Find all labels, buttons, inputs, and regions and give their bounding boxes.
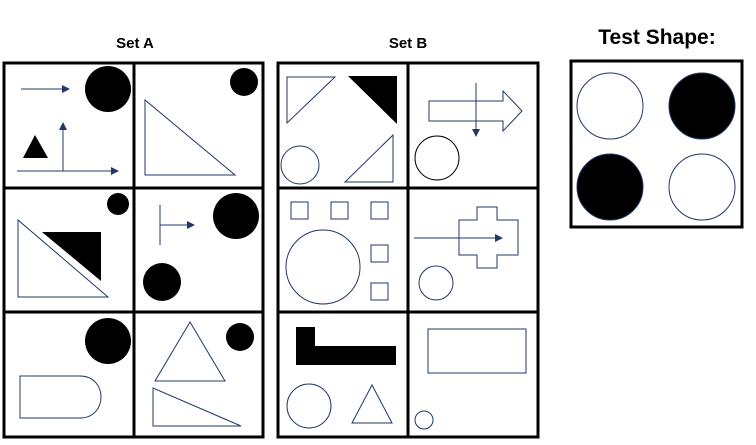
outline-square: [370, 282, 389, 301]
set-a-panel-4: [143, 193, 259, 301]
filled-circle: [213, 193, 259, 239]
outline-circle: [414, 135, 460, 181]
filled-triangle: [42, 232, 101, 281]
outline-rectangle: [427, 328, 527, 374]
set-a-panel-2: [144, 68, 258, 176]
set-a-grid: [2, 61, 265, 439]
set-b-panel-5: [286, 327, 396, 429]
outline-triangle: [351, 383, 393, 424]
outline-triangle: [154, 321, 226, 382]
outline-circle: [418, 265, 454, 301]
outline-triangle: [17, 218, 110, 298]
outline-triangle: [343, 133, 394, 183]
outline-square: [370, 244, 389, 263]
set-a-panel-1: [17, 66, 131, 175]
outline-circle: [668, 153, 736, 221]
filled-circle: [668, 72, 736, 140]
filled-circle: [230, 68, 258, 96]
outline-circle: [414, 410, 434, 430]
set-b-panel-6: [414, 328, 527, 430]
outline-circle: [286, 383, 332, 429]
outline-circle: [576, 72, 644, 140]
outline-cross-shape: [458, 206, 519, 269]
filled-circle: [576, 153, 644, 221]
test-shape-title: Test Shape:: [598, 26, 715, 49]
filled-circle: [143, 263, 181, 301]
outline-triangle: [144, 98, 237, 176]
outline-block-arrow: [428, 89, 523, 133]
set-a-panel-3: [17, 193, 129, 298]
outline-square: [290, 201, 309, 220]
test-shape-panel: [569, 59, 744, 229]
filled-circle: [85, 318, 131, 364]
set-b-title: Set B: [389, 35, 428, 52]
set-a-panel-6: [152, 321, 254, 427]
outline-bullet-shape: [19, 375, 102, 419]
set-b-panel-1: [280, 76, 397, 185]
filled-triangle: [348, 76, 397, 124]
set-b-panel-4: [414, 206, 519, 301]
filled-l-shape: [296, 327, 396, 365]
filled-circle: [107, 193, 129, 215]
outline-circle: [280, 145, 320, 185]
filled-circle: [85, 66, 131, 112]
filled-circle: [226, 323, 254, 351]
set-b-grid: [276, 61, 540, 439]
set-b-panel-2: [414, 83, 523, 181]
set-a-title: Set A: [116, 35, 154, 52]
filled-triangle: [23, 135, 48, 158]
set-b-panel-3: [285, 201, 389, 305]
outline-triangle: [152, 387, 242, 427]
outline-triangle: [286, 76, 337, 125]
outline-square: [370, 201, 389, 220]
set-a-panel-5: [19, 318, 131, 419]
outline-square: [330, 201, 349, 220]
outline-circle: [285, 229, 361, 305]
test-shape-frame: [569, 59, 744, 229]
